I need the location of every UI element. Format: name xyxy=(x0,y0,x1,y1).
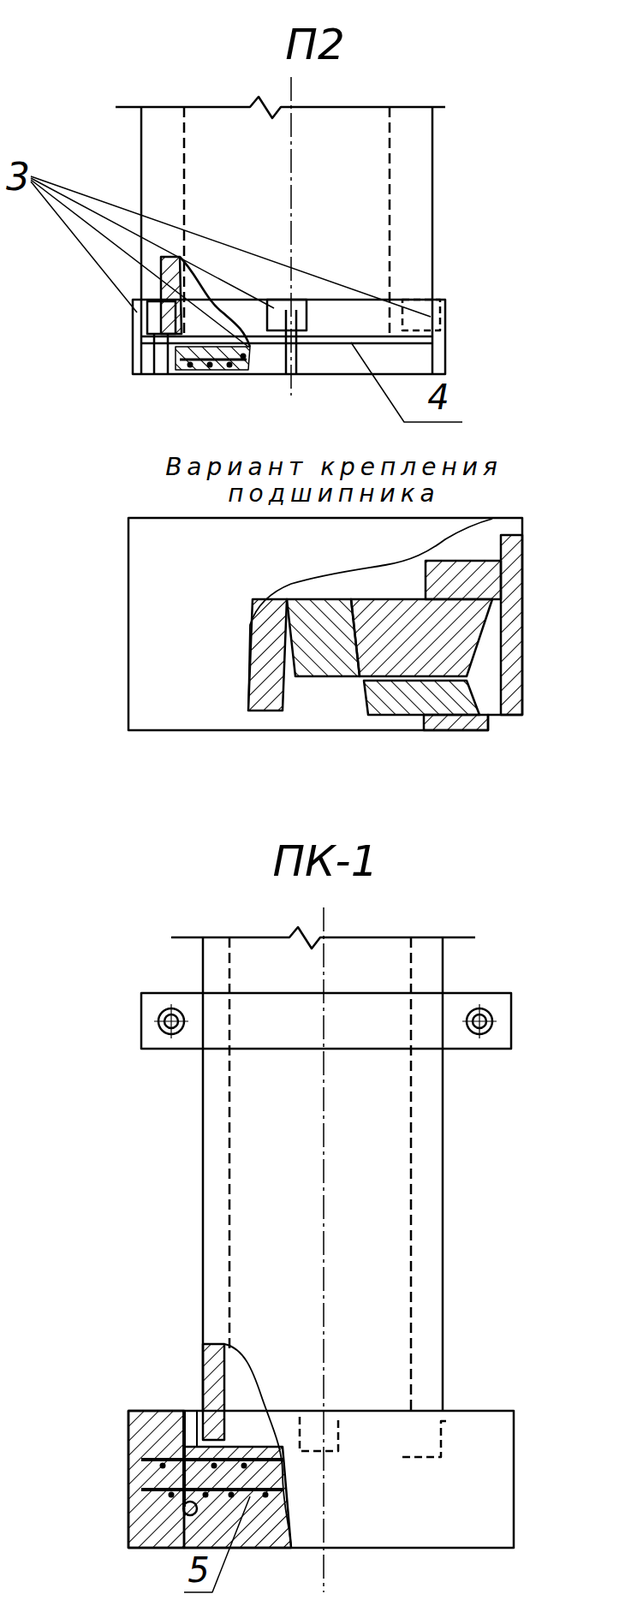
view-title: ПК-1 xyxy=(273,838,379,886)
pk1-view xyxy=(128,907,514,1593)
bearing-variant-detail xyxy=(128,517,523,731)
callout-number: 4 xyxy=(427,378,449,417)
p2-view xyxy=(30,77,463,423)
view-title: П2 xyxy=(285,21,345,69)
callout-number: 5 xyxy=(187,1551,209,1590)
note-text: Вариант крепления подшипника xyxy=(111,454,557,508)
callout-number: 3 xyxy=(5,156,30,198)
